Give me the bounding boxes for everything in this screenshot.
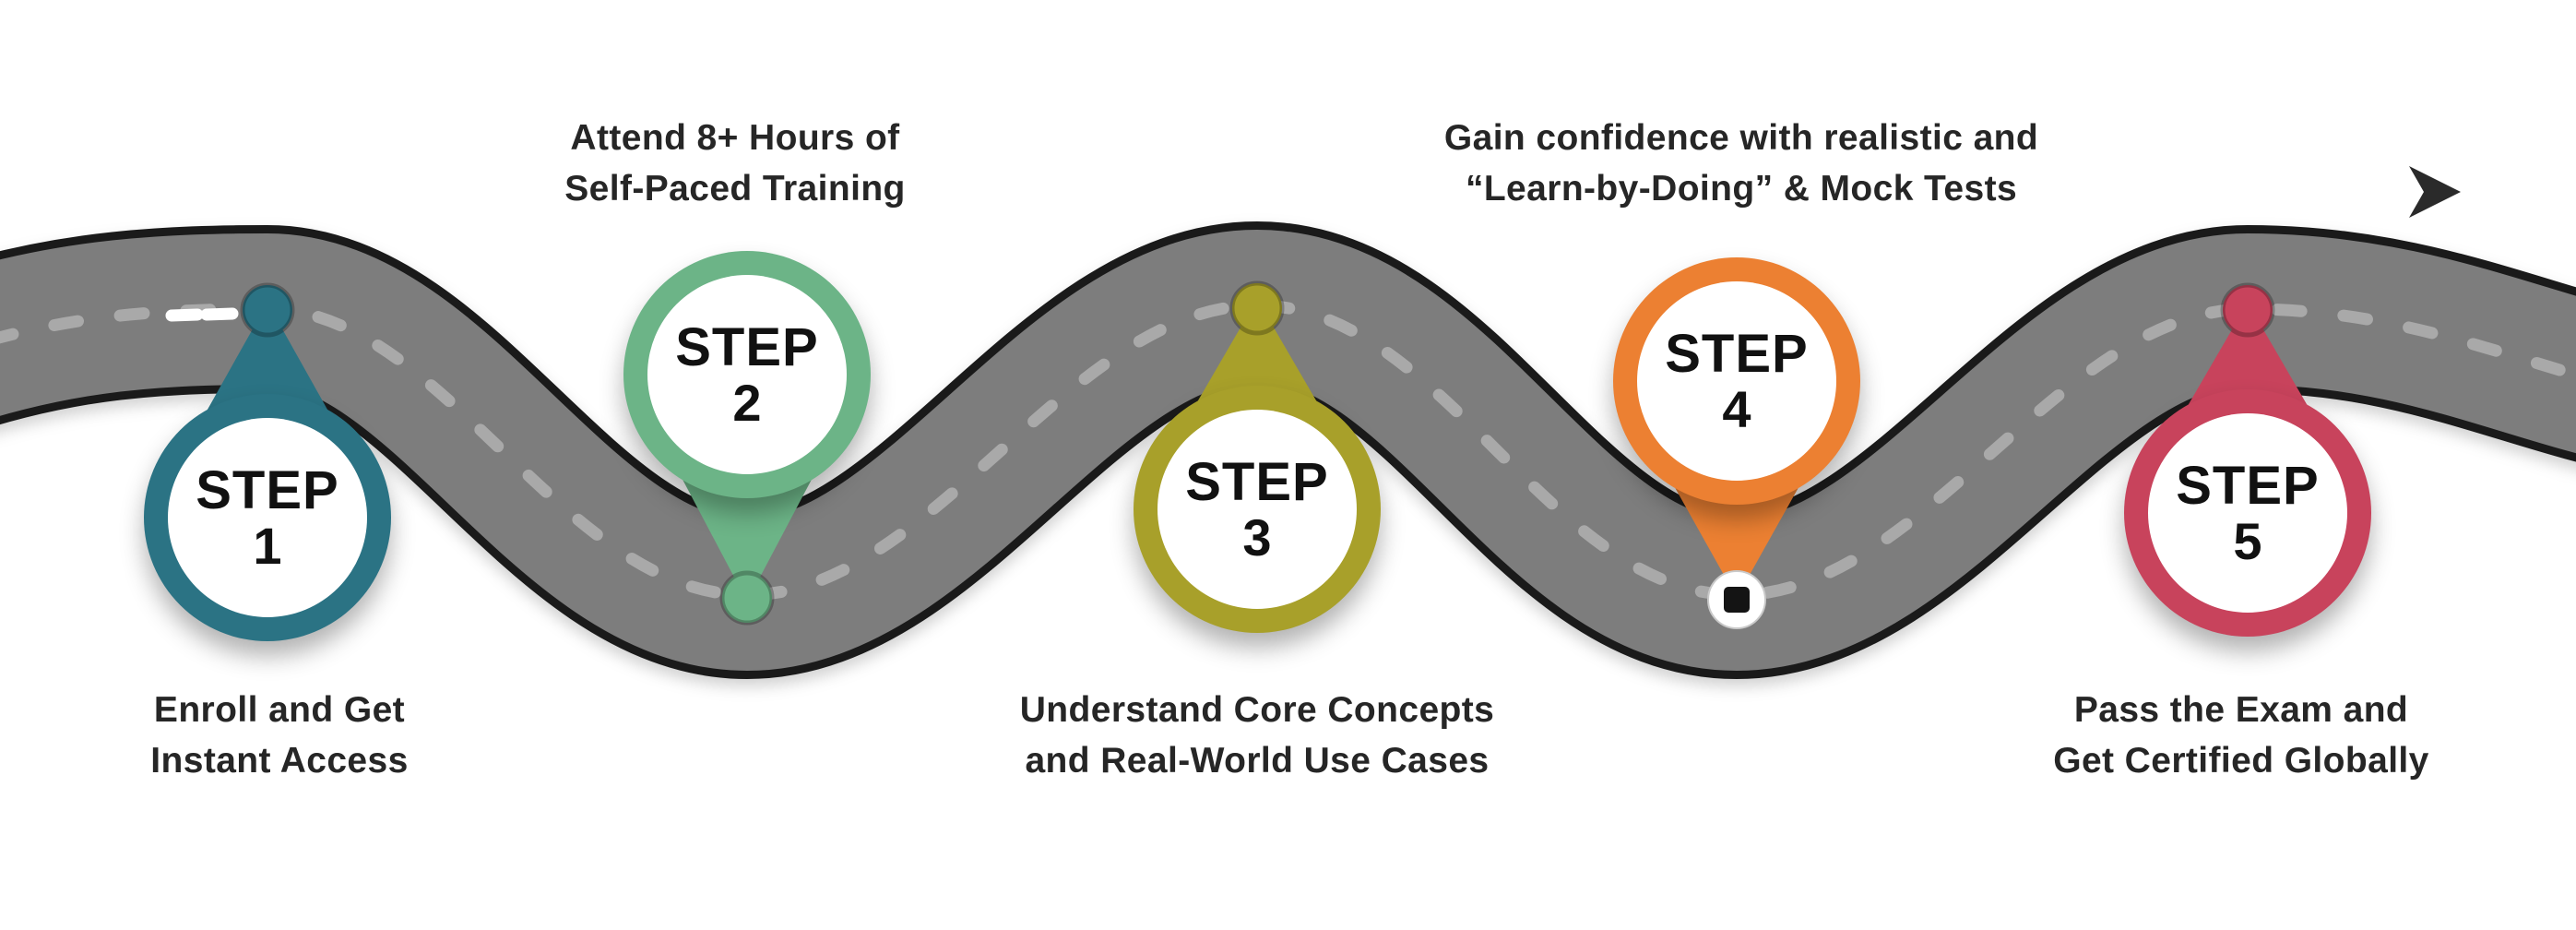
step-2-badge-center: STEP 2 <box>647 275 847 474</box>
step-4-label: STEP <box>1665 323 1809 384</box>
step-2-caption-line2: Self-Paced Training <box>564 169 906 209</box>
step-4-number: 4 <box>1722 380 1751 439</box>
step-1-label: STEP <box>196 459 339 520</box>
road-end-arrow-icon <box>2409 166 2461 218</box>
step-3-number: 3 <box>1242 508 1272 567</box>
step-5-caption: Pass the Exam and Get Certified Globally <box>1872 685 2576 786</box>
step-2-number: 2 <box>732 374 762 433</box>
step-5-label: STEP <box>2176 455 2320 516</box>
step-5-number: 5 <box>2233 512 2262 571</box>
step-5-caption-line1: Pass the Exam and <box>2073 690 2409 730</box>
step-3-badge-center: STEP 3 <box>1157 410 1357 609</box>
step-5-caption-line2: Get Certified Globally <box>2053 741 2429 781</box>
step-3-label: STEP <box>1185 451 1329 512</box>
step-3-caption-line2: and Real-World Use Cases <box>1025 741 1490 781</box>
step-4-caption-line1: Gain confidence with realistic and <box>1443 118 2039 158</box>
step-3-caption: Understand Core Concepts and Real-World … <box>888 685 1626 786</box>
step-2-caption-line1: Attend 8+ Hours of <box>570 118 900 158</box>
step-5-badge-center: STEP 5 <box>2148 413 2347 613</box>
step-4-badge-center: STEP 4 <box>1637 281 1836 481</box>
step-2-label: STEP <box>675 316 819 377</box>
step-1-badge: STEP 1 <box>144 394 391 641</box>
step-1-number: 1 <box>253 517 282 576</box>
step-1-caption-line2: Instant Access <box>150 741 409 781</box>
step-5-knob <box>2220 282 2275 338</box>
step-4-badge: STEP 4 <box>1613 257 1860 505</box>
step-3-badge: STEP 3 <box>1134 386 1381 633</box>
step-2-caption: Attend 8+ Hours of Self-Paced Training <box>366 113 1104 214</box>
step-1-knob <box>240 282 295 338</box>
step-4-caption-line2: “Learn-by-Doing” & Mock Tests <box>1465 169 2018 209</box>
step-2-knob <box>719 570 775 626</box>
road-marker-icon <box>1707 570 1766 629</box>
step-3-caption-line1: Understand Core Concepts <box>1019 690 1495 730</box>
step-4-caption: Gain confidence with realistic and “Lear… <box>1372 113 2110 214</box>
road-highlight-dashes <box>165 307 239 322</box>
step-1-caption: Enroll and Get Instant Access <box>0 685 648 786</box>
step-5-badge: STEP 5 <box>2124 389 2371 637</box>
step-2-badge: STEP 2 <box>623 251 871 498</box>
step-3-knob <box>1229 280 1285 336</box>
step-1-caption-line1: Enroll and Get <box>153 690 406 730</box>
step-1-badge-center: STEP 1 <box>168 418 367 617</box>
